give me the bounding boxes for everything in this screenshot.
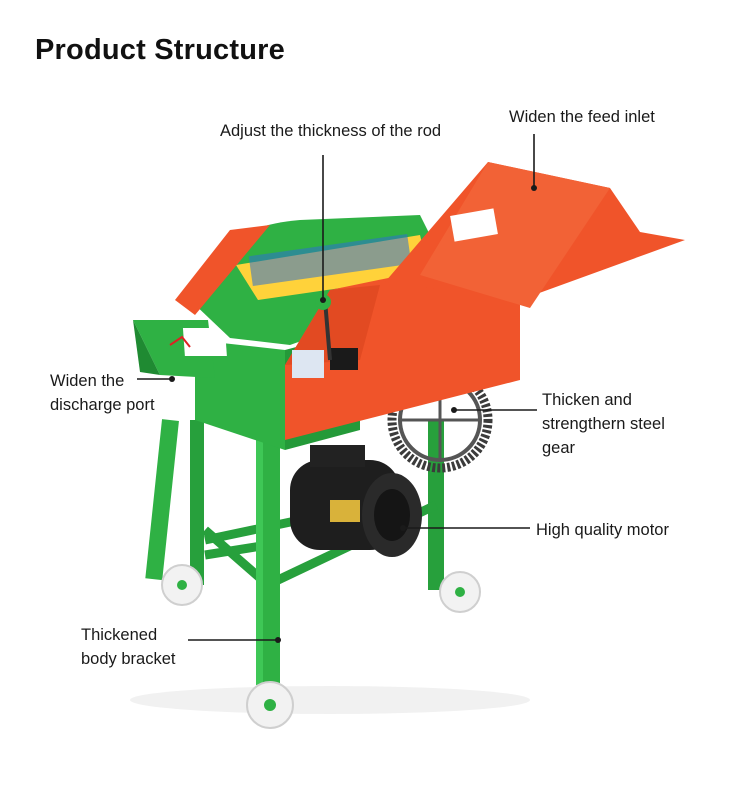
label-adjust-rod: Adjust the thickness of the rod [220,122,442,140]
front-leg-main [256,440,280,685]
wheel-right [439,571,481,613]
front-leg-left [145,419,179,581]
motor [290,445,422,557]
label-feed-inlet: Widen the feed inlet [509,108,655,126]
discharge-port [133,320,227,378]
back-leg-left [190,420,204,585]
wheel-front [246,681,294,729]
label-discharge-port: Widen the discharge port [50,372,155,414]
leader-dots [169,185,537,643]
leader-lines [137,134,537,641]
orange-housing [175,225,520,440]
page-title: Product Structure [35,34,285,66]
wheel-left [161,564,203,606]
feed-inlet [385,162,685,308]
label-steel-gear: Thicken and strengthern steel gear [542,391,665,457]
label-body-bracket: Thickened body bracket [81,626,176,668]
label-motor: High quality motor [536,521,669,539]
